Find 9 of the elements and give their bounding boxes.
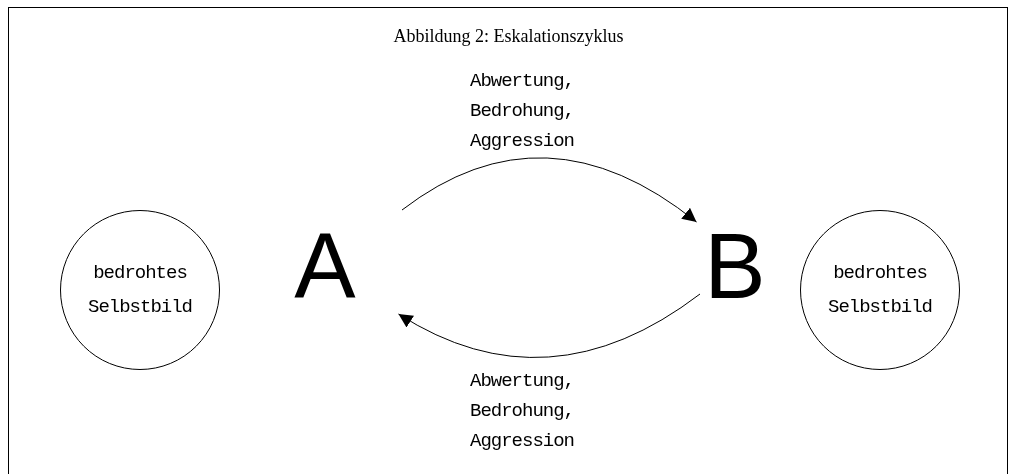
node-text: bedrohtes Selbstbild (87, 261, 193, 320)
curved-arrow (401, 157, 697, 223)
node-text: bedrohtes Selbstbild (827, 261, 933, 320)
edge-label: Abwertung, Bedrohung, Aggression (470, 369, 576, 454)
edge-label: Abwertung, Bedrohung, Aggression (470, 69, 576, 154)
curved-arrow (398, 293, 701, 358)
node-letter: A (294, 220, 356, 312)
node-letter: B (704, 220, 766, 312)
diagram-title: Abbildung 2: Eskalationszyklus (392, 26, 625, 47)
